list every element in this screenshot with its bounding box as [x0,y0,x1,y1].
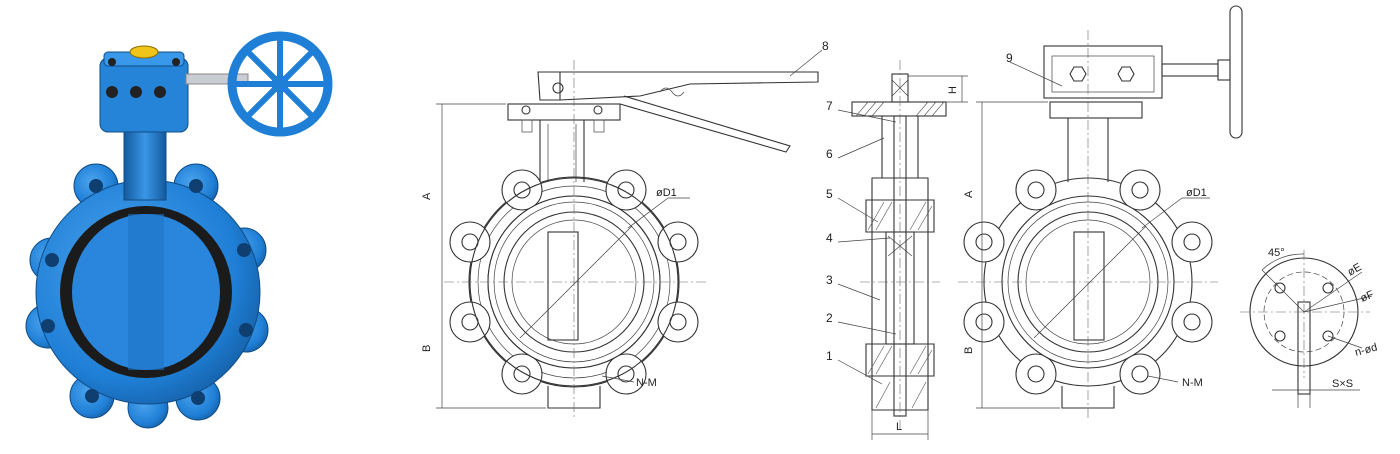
side-section-view: H L [826,60,968,440]
lug-holes [41,179,253,405]
valve-neck [123,127,167,201]
part-label-6: 6 [826,147,833,161]
handwheel [227,31,333,137]
part-label-2: 2 [826,311,833,325]
part-label-7: 7 [826,99,833,113]
dim-B-gear: B [963,347,975,354]
dim-F: øF [1359,289,1376,305]
dim-E: øE [1346,261,1364,278]
dim-H: H [947,86,959,94]
dim-D1-gear: øD1 [1186,187,1207,199]
dim-square: S×S [1332,378,1353,390]
part-label-8: 8 [822,39,829,53]
part-label-1: 1 [826,349,833,363]
dim-NM-gear: N-M [1182,377,1203,389]
dim-D1-front: øD1 [656,187,677,199]
dim-NM-front: N-M [636,377,657,389]
dim-angle: 45° [1268,247,1285,259]
dim-A-front: A [421,192,433,200]
part-label-5: 5 [826,187,833,201]
dim-nd: n-ød [1354,341,1379,358]
valve-photo [25,31,333,429]
dim-A-gear: A [963,190,975,198]
front-view-gear: A B øD1 N-M 9 [958,5,1243,418]
part-label-9: 9 [1006,51,1013,65]
front-view-lever: A B øD1 N-M 8 [421,39,829,418]
part-label-4: 4 [826,231,833,245]
top-flange-detail: 45° øE øF n-ød S×S [1240,247,1379,408]
gearbox [99,45,249,133]
dim-B-front: B [421,345,433,352]
dim-L: L [896,421,902,433]
part-label-3: 3 [826,273,833,287]
